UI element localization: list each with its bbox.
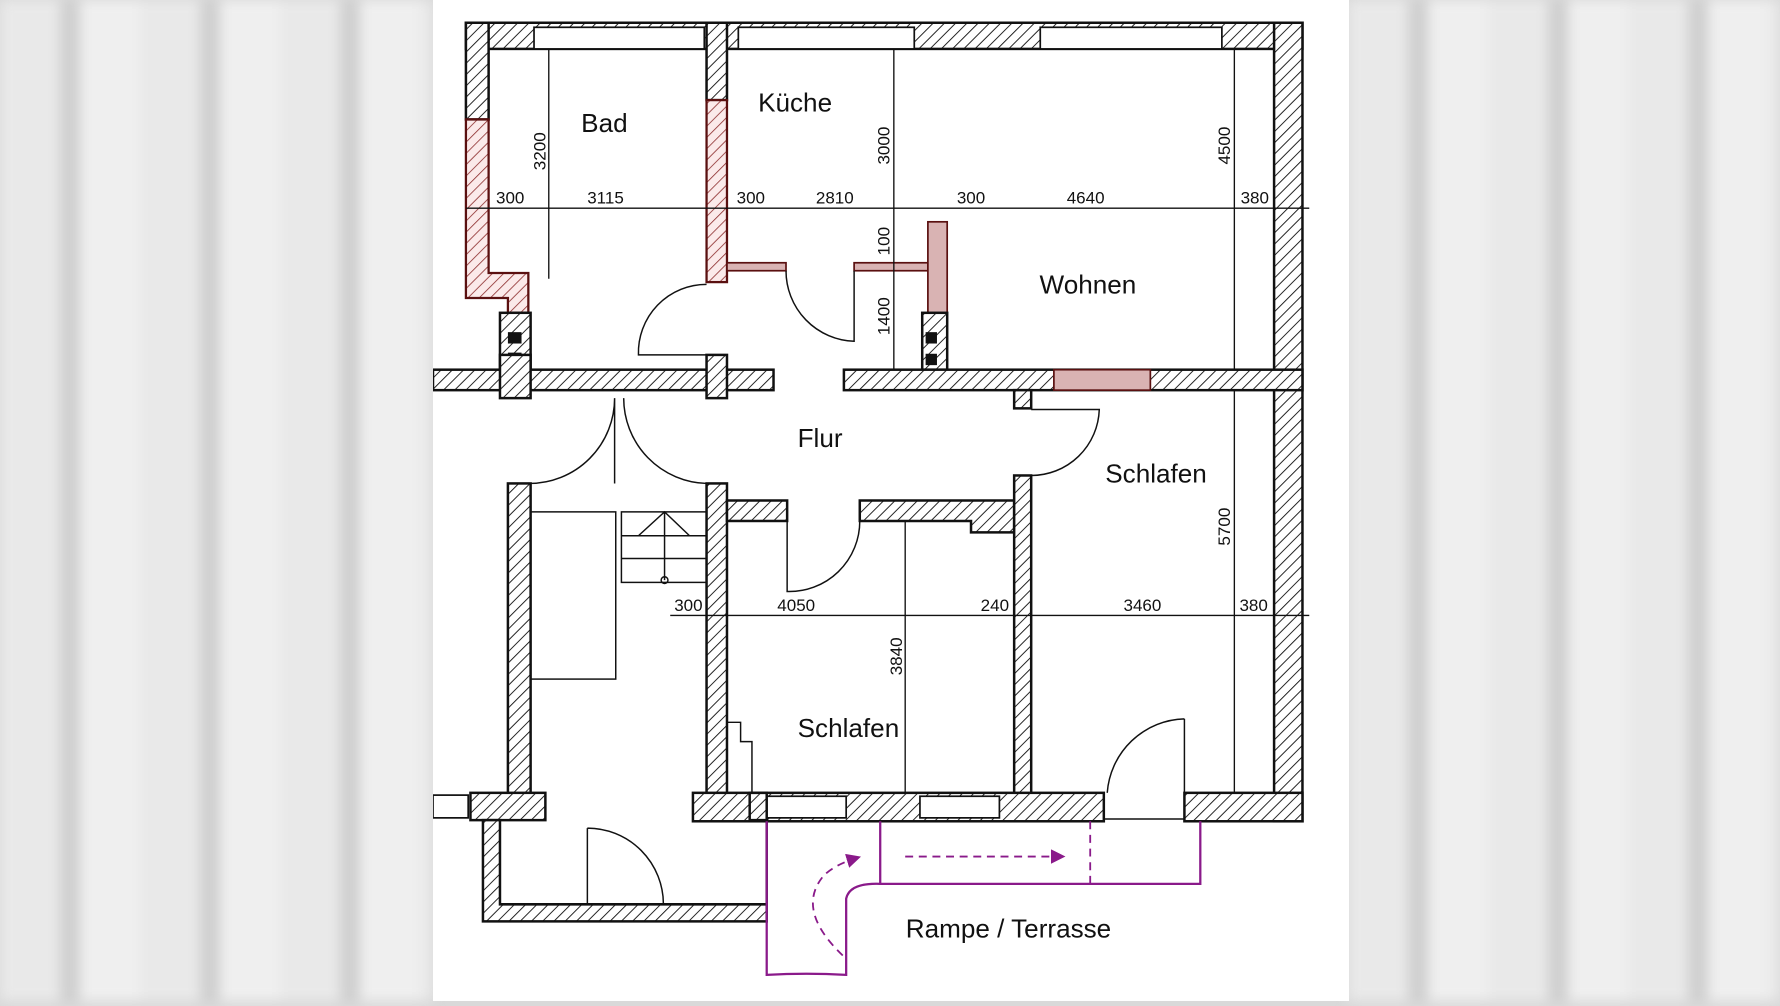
wall-flur-schlafen: [725, 499, 789, 523]
dimension-labels: 300 3115 300 2810 300 4640 380 300 4050 …: [496, 127, 1269, 676]
wall-stair-right: [705, 482, 729, 798]
dim-label: 3460: [1123, 596, 1161, 615]
flue: [925, 353, 937, 366]
window: [432, 794, 470, 819]
wall-right: [1272, 21, 1304, 823]
window: [1039, 26, 1223, 50]
dim-label: 380: [1241, 189, 1269, 208]
room-label-kueche: Küche: [758, 87, 832, 117]
partition-wall: [927, 220, 949, 314]
door-swing-bad: [637, 283, 707, 356]
dim-label: 1400: [874, 297, 893, 335]
floor-plan-drawing: Bad Küche Wohnen Flur Schlafen Schlafen …: [431, 21, 1310, 977]
wall-stub: [498, 353, 532, 400]
partition-wall: [853, 261, 929, 272]
room-label-flur: Flur: [798, 423, 843, 453]
dim-label: 300: [496, 189, 524, 208]
dim-label: 4640: [1067, 189, 1105, 208]
door-swing-flur: [622, 398, 707, 485]
wall-opening: [1053, 368, 1152, 392]
partition-wall: [726, 261, 787, 272]
demolished-wall-kueche: [705, 98, 729, 284]
wall-stub: [705, 353, 729, 400]
room-label-rampe: Rampe / Terrasse: [906, 913, 1111, 943]
window: [737, 26, 916, 50]
dim-label: 5700: [1215, 508, 1234, 546]
dim-label: 300: [674, 596, 702, 615]
window: [533, 26, 706, 50]
dim-label: 3000: [874, 127, 893, 165]
flue: [507, 332, 522, 344]
floor-plan: Bad Küche Wohnen Flur Schlafen Schlafen …: [431, 0, 1349, 1001]
blurred-background-right: [1348, 0, 1780, 1001]
dim-label: 300: [957, 189, 985, 208]
dim-label: 3115: [587, 189, 624, 208]
dim-label: 100: [874, 227, 893, 255]
wall-entry: [469, 791, 547, 822]
dimension-lines: [465, 48, 1310, 793]
room-label-schlafen-2: Schlafen: [798, 713, 900, 743]
wall-entry-box: [481, 791, 768, 923]
dim-label: 240: [981, 596, 1009, 615]
wall-flur-schlafen: [858, 499, 1016, 534]
demolished-wall-bad: [464, 118, 530, 314]
wall-left-bad: [464, 21, 490, 121]
dim-label: 3200: [530, 132, 549, 170]
window: [765, 795, 848, 819]
room-label-wohnen: Wohnen: [1040, 269, 1137, 299]
dim-label: 4050: [777, 596, 815, 615]
walls: [431, 21, 1304, 923]
doors: [529, 270, 1186, 905]
wall-schlafen-divider: [1012, 474, 1033, 798]
door-swing-terrace: [1106, 718, 1186, 793]
flue: [925, 332, 937, 344]
door-swing-stair: [529, 398, 616, 485]
wall-bottom-right: [1183, 791, 1304, 823]
wall-stair-left: [506, 482, 532, 798]
dim-label: 3840: [887, 637, 906, 675]
door-swing-entry: [586, 827, 665, 905]
door-swing-schlafen2: [786, 520, 861, 593]
window: [919, 795, 1001, 819]
wall-stub: [1012, 388, 1033, 410]
ramp: [765, 821, 1202, 977]
stairs: [529, 510, 753, 793]
room-labels: Bad Küche Wohnen Flur Schlafen Schlafen …: [581, 87, 1207, 943]
dim-label: 380: [1239, 596, 1267, 615]
door-swing-kueche: [785, 270, 855, 343]
dim-label: 300: [737, 189, 765, 208]
wall-bad-kueche: [705, 21, 729, 102]
door-swing-schlafen: [1031, 408, 1101, 477]
blurred-background-left: [0, 0, 433, 1001]
dim-label: 4500: [1215, 127, 1234, 165]
room-label-schlafen: Schlafen: [1105, 458, 1207, 488]
room-label-bad: Bad: [581, 108, 627, 138]
dim-label: 2810: [816, 189, 854, 208]
